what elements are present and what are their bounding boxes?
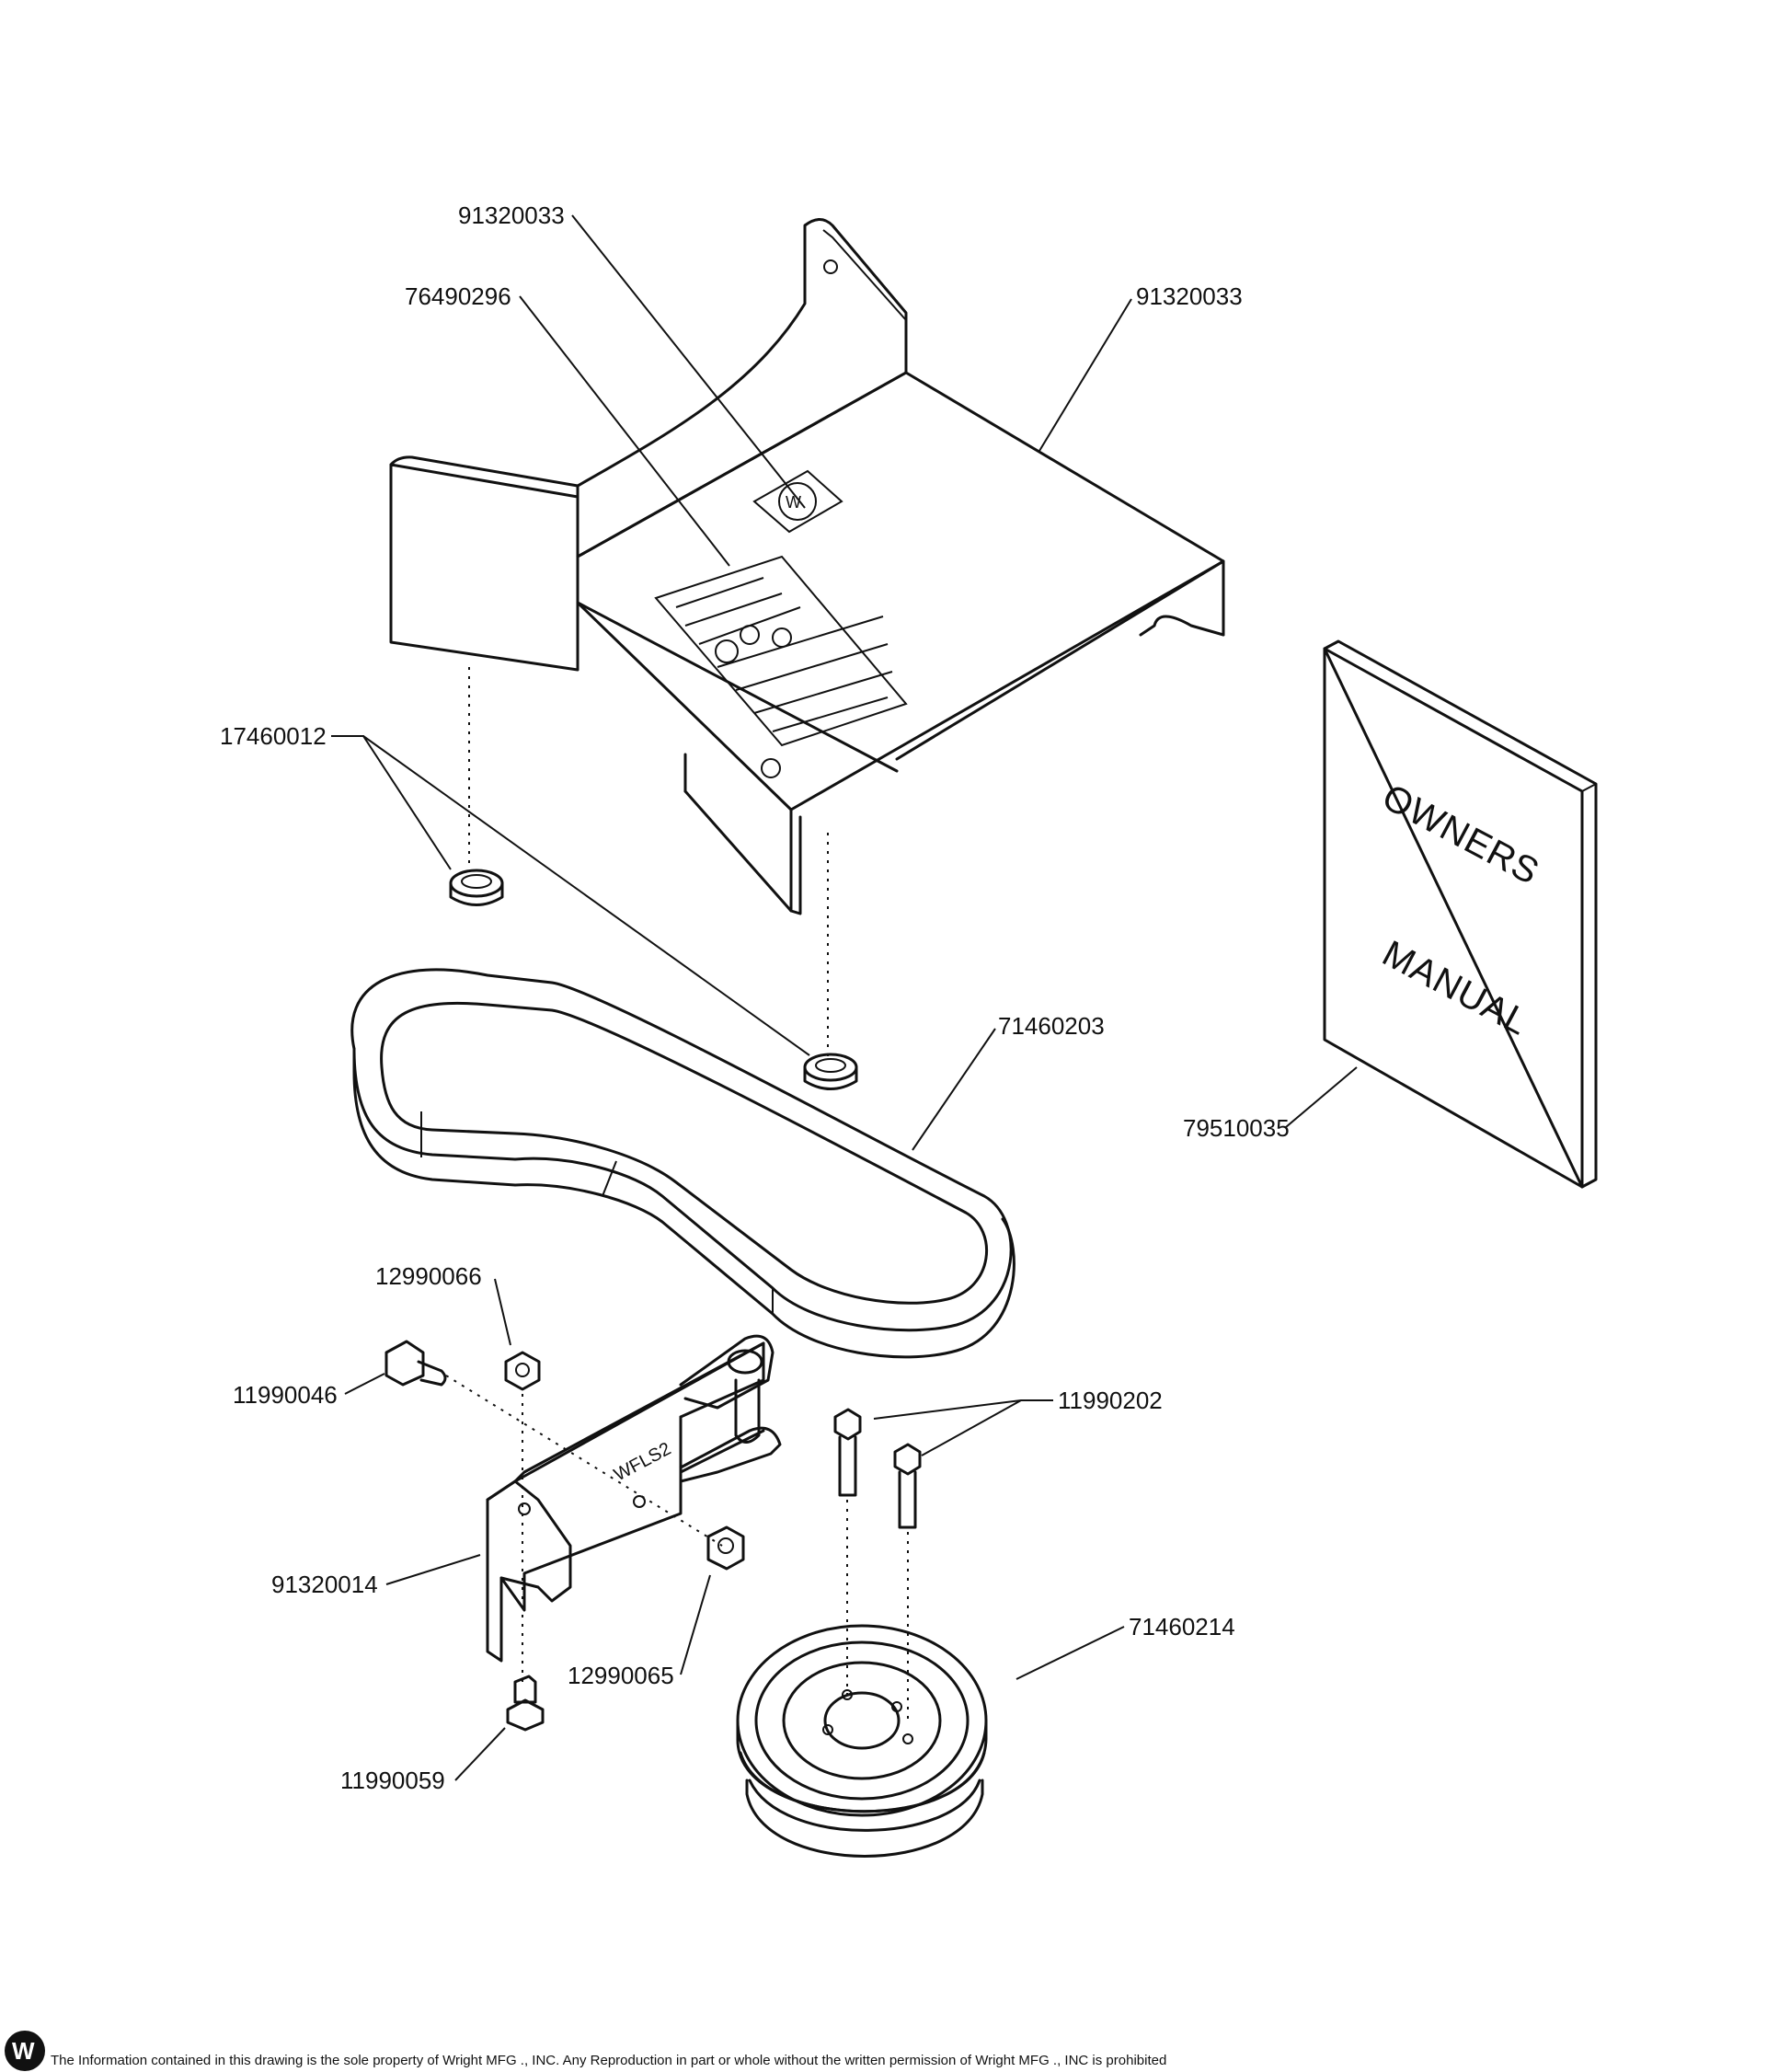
bracket-mark: WFLS2 <box>611 1439 674 1486</box>
flange-bolt <box>506 1675 545 1732</box>
copyright-notice: The Information contained in this drawin… <box>51 2053 1167 2068</box>
callout-bracket: 91320014 <box>271 1571 378 1598</box>
callout-bolt-bottom: 11990059 <box>340 1767 445 1794</box>
flange-bolt <box>384 1340 723 1547</box>
owners-manual: OWNERS MANUAL <box>1323 639 1598 1189</box>
callout-nut-top: 12990066 <box>375 1262 482 1290</box>
callout-bolt-left: 11990046 <box>233 1381 338 1409</box>
drive-belt <box>350 968 1015 1359</box>
callout-guard-right: 91320033 <box>1136 282 1243 310</box>
callout-belt: 71460203 <box>998 1012 1105 1040</box>
logo-letter: W <box>12 2037 35 2065</box>
manual-title-line1: OWNERS <box>1376 777 1546 892</box>
flange-nut <box>706 1525 745 1571</box>
callout-pulley-bolts: 11990202 <box>1058 1387 1163 1414</box>
callout-manual: 79510035 <box>1183 1114 1290 1142</box>
leader-lines <box>331 214 1358 1781</box>
callout-pulley: 71460214 <box>1129 1613 1235 1640</box>
callout-decal: 76490296 <box>405 282 511 310</box>
flange-nut <box>504 1351 541 1684</box>
belt-guard: W <box>389 218 1225 915</box>
svg-text:W: W <box>786 493 801 512</box>
rubber-bumper <box>803 833 858 1090</box>
pulley-bolt <box>893 1443 922 1721</box>
callout-guard-top: 91320033 <box>458 201 565 229</box>
callout-bumper: 17460012 <box>220 722 327 750</box>
drive-pulley <box>736 1624 988 1858</box>
rubber-bumper <box>449 667 504 906</box>
wright-logo: W <box>5 2031 45 2071</box>
pulley-bolt <box>833 1408 862 1698</box>
callout-nut-bottom: 12990065 <box>568 1662 674 1689</box>
manual-title-line2: MANUAL <box>1376 933 1535 1043</box>
